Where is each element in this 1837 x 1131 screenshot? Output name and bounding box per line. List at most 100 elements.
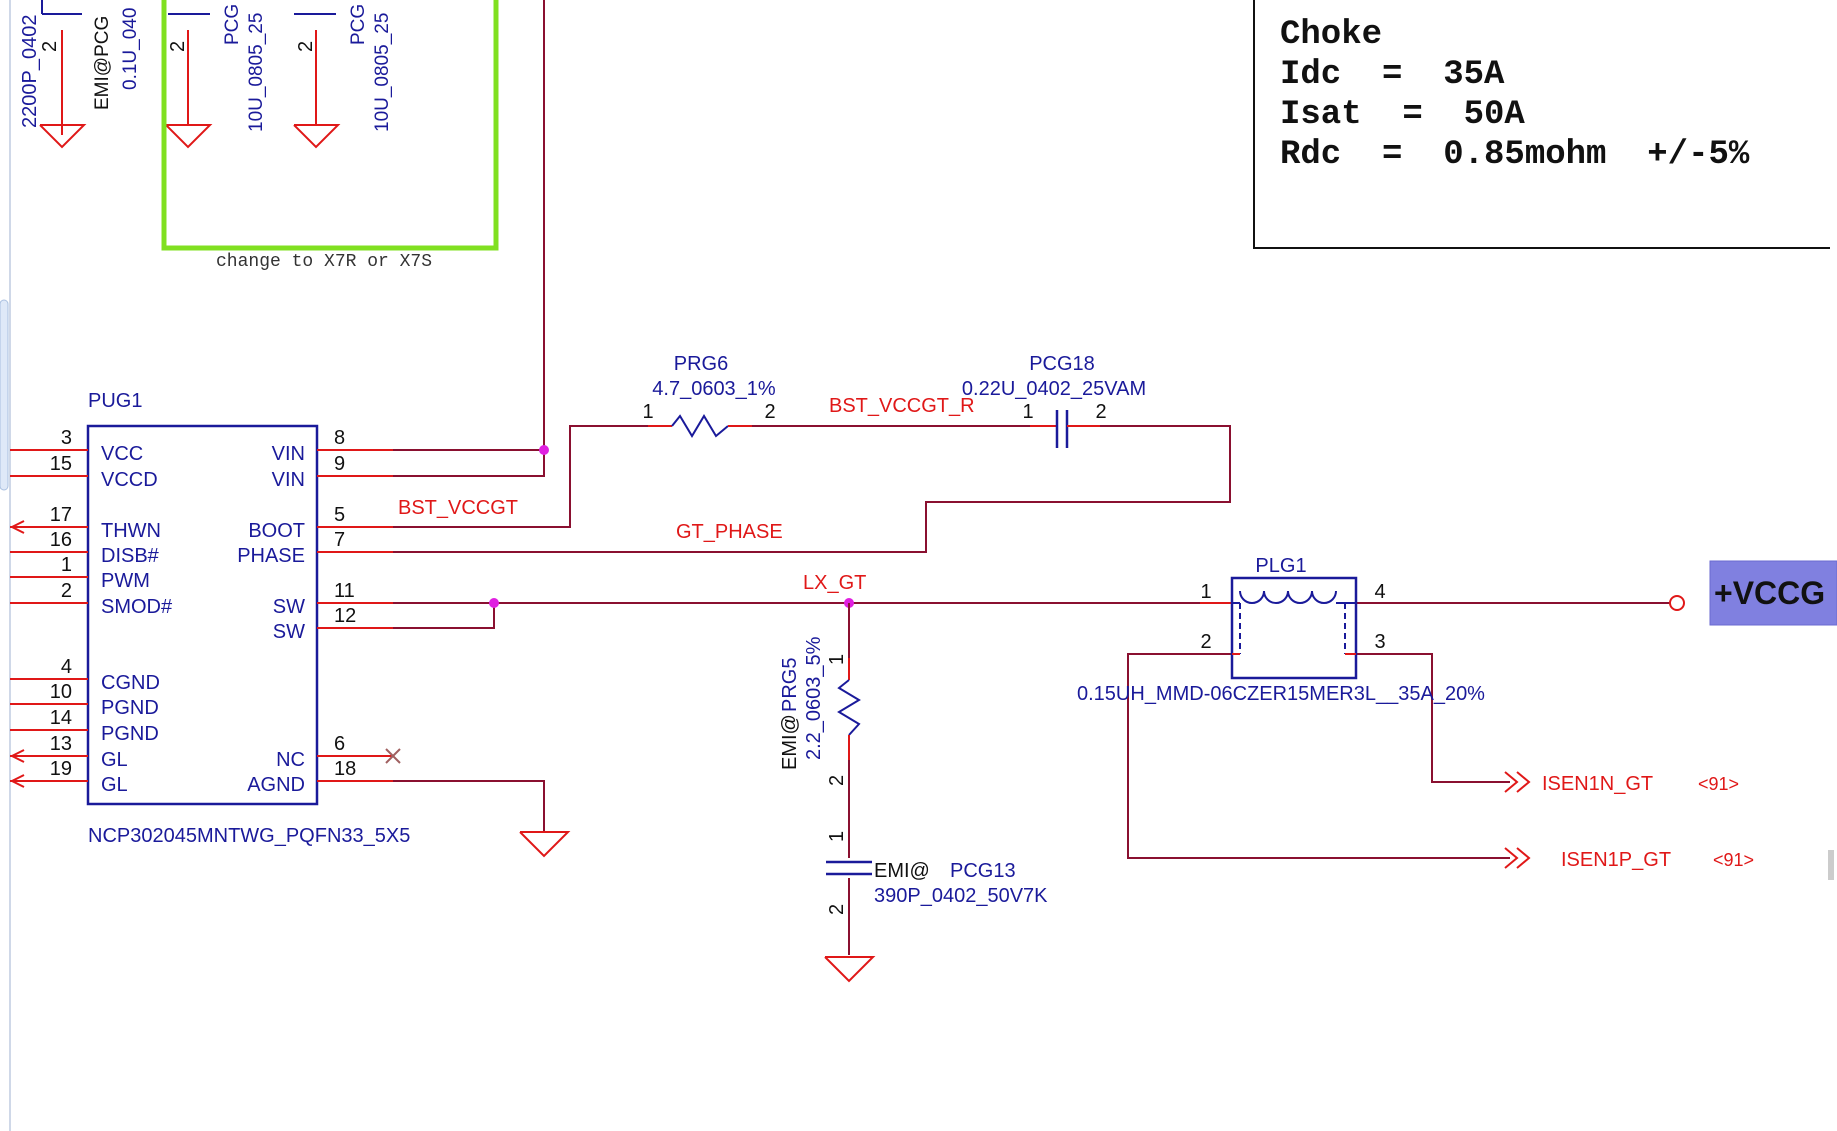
net-label-phase[interactable]: GT_PHASE	[676, 521, 783, 543]
prg6-pin2: 2	[764, 401, 775, 423]
pin-name-thwn: THWN	[101, 520, 161, 542]
prg5-value: 2.2_0603_5%	[803, 636, 825, 760]
resistor-prg6[interactable]: PRG6 4.7_0603_1% 1 2	[642, 353, 776, 438]
cap-change-note: change to X7R or X7S	[216, 252, 432, 272]
pin-name-gl-2: GL	[101, 774, 128, 796]
top-capacitor-2[interactable]: EMI@PCG 0.1U_040	[92, 8, 141, 110]
net-label-bst-r[interactable]: BST_VCCGT_R	[829, 395, 975, 417]
cap1-pin: 2	[39, 41, 61, 52]
cap4-value: 10U_0805_25	[372, 13, 393, 132]
junction-vin	[539, 445, 549, 455]
pin-name-sw-1: SW	[273, 596, 305, 618]
pin-name-sw-2: SW	[273, 621, 305, 643]
power-rail-vccg[interactable]: +VCCG	[1669, 560, 1837, 626]
pin-name-agnd: AGND	[247, 774, 305, 796]
pin-name-vccd: VCCD	[101, 469, 158, 491]
pin-num-3: 3	[61, 427, 72, 449]
pcg13-emi: EMI@	[874, 860, 930, 882]
top-capacitor-4[interactable]: 2 PCG 10U_0805_25	[293, 4, 393, 149]
net-label-bst[interactable]: BST_VCCGT	[398, 497, 518, 519]
scrollbar-thumb[interactable]	[1828, 850, 1834, 880]
prg5-pin2: 2	[826, 775, 848, 786]
pin-num-6: 6	[334, 733, 345, 755]
cap4-ref: PCG	[348, 4, 369, 45]
pcg18-pin1: 1	[1022, 401, 1033, 423]
plg1-pin1: 1	[1200, 581, 1211, 603]
pin-num-4: 4	[61, 656, 72, 678]
ic-body[interactable]	[86, 424, 319, 806]
pin-name-smod: SMOD#	[101, 596, 173, 618]
pin-num-8: 8	[334, 427, 345, 449]
prg5-emi: EMI@	[779, 714, 801, 770]
offpage-isen1p[interactable]: ISEN1P_GT <91>	[1504, 847, 1754, 871]
pin-name-boot: BOOT	[248, 520, 305, 542]
isen1n-ref: <91>	[1698, 774, 1739, 794]
cap3-value: 10U_0805_25	[246, 13, 267, 132]
pin-name-pwm: PWM	[101, 570, 150, 592]
pin-num-7: 7	[334, 529, 345, 551]
cap4-pin: 2	[295, 41, 317, 52]
note-line-4: Rdc = 0.85mohm +/-5%	[1280, 136, 1750, 174]
pin-num-11: 11	[334, 580, 355, 602]
prg6-pin1: 1	[642, 401, 653, 423]
pcg13-value: 390P_0402_50V7K	[874, 885, 1048, 907]
top-capacitor-1[interactable]: 2200P_0402 2	[19, 0, 87, 149]
isen1p-label: ISEN1P_GT	[1561, 849, 1671, 871]
pin-num-2: 2	[61, 580, 72, 602]
cap2-value: 0.1U_040	[120, 8, 141, 90]
capacitor-pcg13[interactable]: 1 2 EMI@ PCG13 390P_0402_50V7K	[826, 831, 1048, 915]
cap3-pin: 2	[167, 41, 189, 52]
pcg13-refdes: PCG13	[950, 860, 1016, 882]
pin-num-5: 5	[334, 504, 345, 526]
pin-num-1: 1	[61, 554, 72, 576]
pcg13-pin2: 2	[826, 904, 848, 915]
pin-num-12: 12	[334, 605, 356, 627]
ic-left-pins	[9, 449, 88, 788]
pcg18-pin2: 2	[1095, 401, 1106, 423]
pin-num-16: 16	[50, 529, 72, 551]
note-line-2: Idc = 35A	[1280, 56, 1505, 94]
isen1n-label: ISEN1N_GT	[1542, 773, 1653, 795]
pin-name-disb: DISB#	[101, 545, 160, 567]
prg5-refdes: PRG5	[779, 658, 801, 712]
plg1-pin4: 4	[1374, 581, 1385, 603]
ic-pug1[interactable]: PUG1 NCP302045MNTWG_PQFN33_5X5 3 15 17 1…	[9, 390, 410, 847]
pin-num-17: 17	[50, 504, 72, 526]
pin-name-phase: PHASE	[237, 545, 305, 567]
pin-num-15: 15	[50, 453, 72, 475]
capacitor-pcg18[interactable]: PCG18 0.22U_0402_25VAM 1 2	[962, 353, 1146, 448]
plg1-value: 0.15UH_MMD-06CZER15MER3L__35A_20%	[1077, 683, 1485, 705]
net-wires	[393, 0, 1670, 955]
resistor-prg5[interactable]: EMI@ PRG5 2.2_0603_5% 1 2	[779, 636, 861, 786]
prg5-pin1: 1	[826, 654, 848, 665]
inductor-plg1[interactable]: PLG1 0.15UH_MMD-06CZER15MER3L__35A_20% 1…	[1077, 555, 1485, 705]
pin-num-14: 14	[50, 707, 72, 729]
prg6-refdes: PRG6	[674, 353, 728, 375]
isen1p-ref: <91>	[1713, 850, 1754, 870]
pin-num-13: 13	[50, 733, 72, 755]
pin-name-vin-2: VIN	[272, 469, 305, 491]
note-line-3: Isat = 50A	[1280, 96, 1525, 134]
rail-terminal-icon	[1669, 595, 1685, 611]
cap3-ref: PCG	[222, 4, 243, 45]
pin-name-nc: NC	[276, 749, 305, 771]
top-capacitor-3[interactable]: 2 PCG 10U_0805_25	[165, 4, 267, 149]
ic-right-pins	[317, 449, 393, 782]
ic-refdes: PUG1	[88, 390, 142, 412]
pcg18-value: 0.22U_0402_25VAM	[962, 378, 1146, 400]
note-line-1: Choke	[1280, 16, 1382, 54]
ground-icon-agnd	[519, 831, 571, 858]
choke-note-box: Choke Idc = 35A Isat = 50A Rdc = 0.85moh…	[1253, 0, 1830, 249]
offpage-isen1n[interactable]: ISEN1N_GT <91>	[1504, 771, 1739, 795]
pin-name-vcc: VCC	[101, 443, 143, 465]
cap2-emi: EMI@PCG	[92, 16, 113, 110]
plg1-pin3: 3	[1374, 631, 1385, 653]
side-tab[interactable]	[0, 299, 9, 491]
net-label-lx[interactable]: LX_GT	[803, 572, 866, 594]
pin-name-cgnd: CGND	[101, 672, 160, 694]
highlight-frame	[161, 0, 499, 251]
pin-num-10: 10	[50, 681, 72, 703]
pin-name-gl-1: GL	[101, 749, 128, 771]
rail-label: +VCCG	[1714, 575, 1825, 611]
